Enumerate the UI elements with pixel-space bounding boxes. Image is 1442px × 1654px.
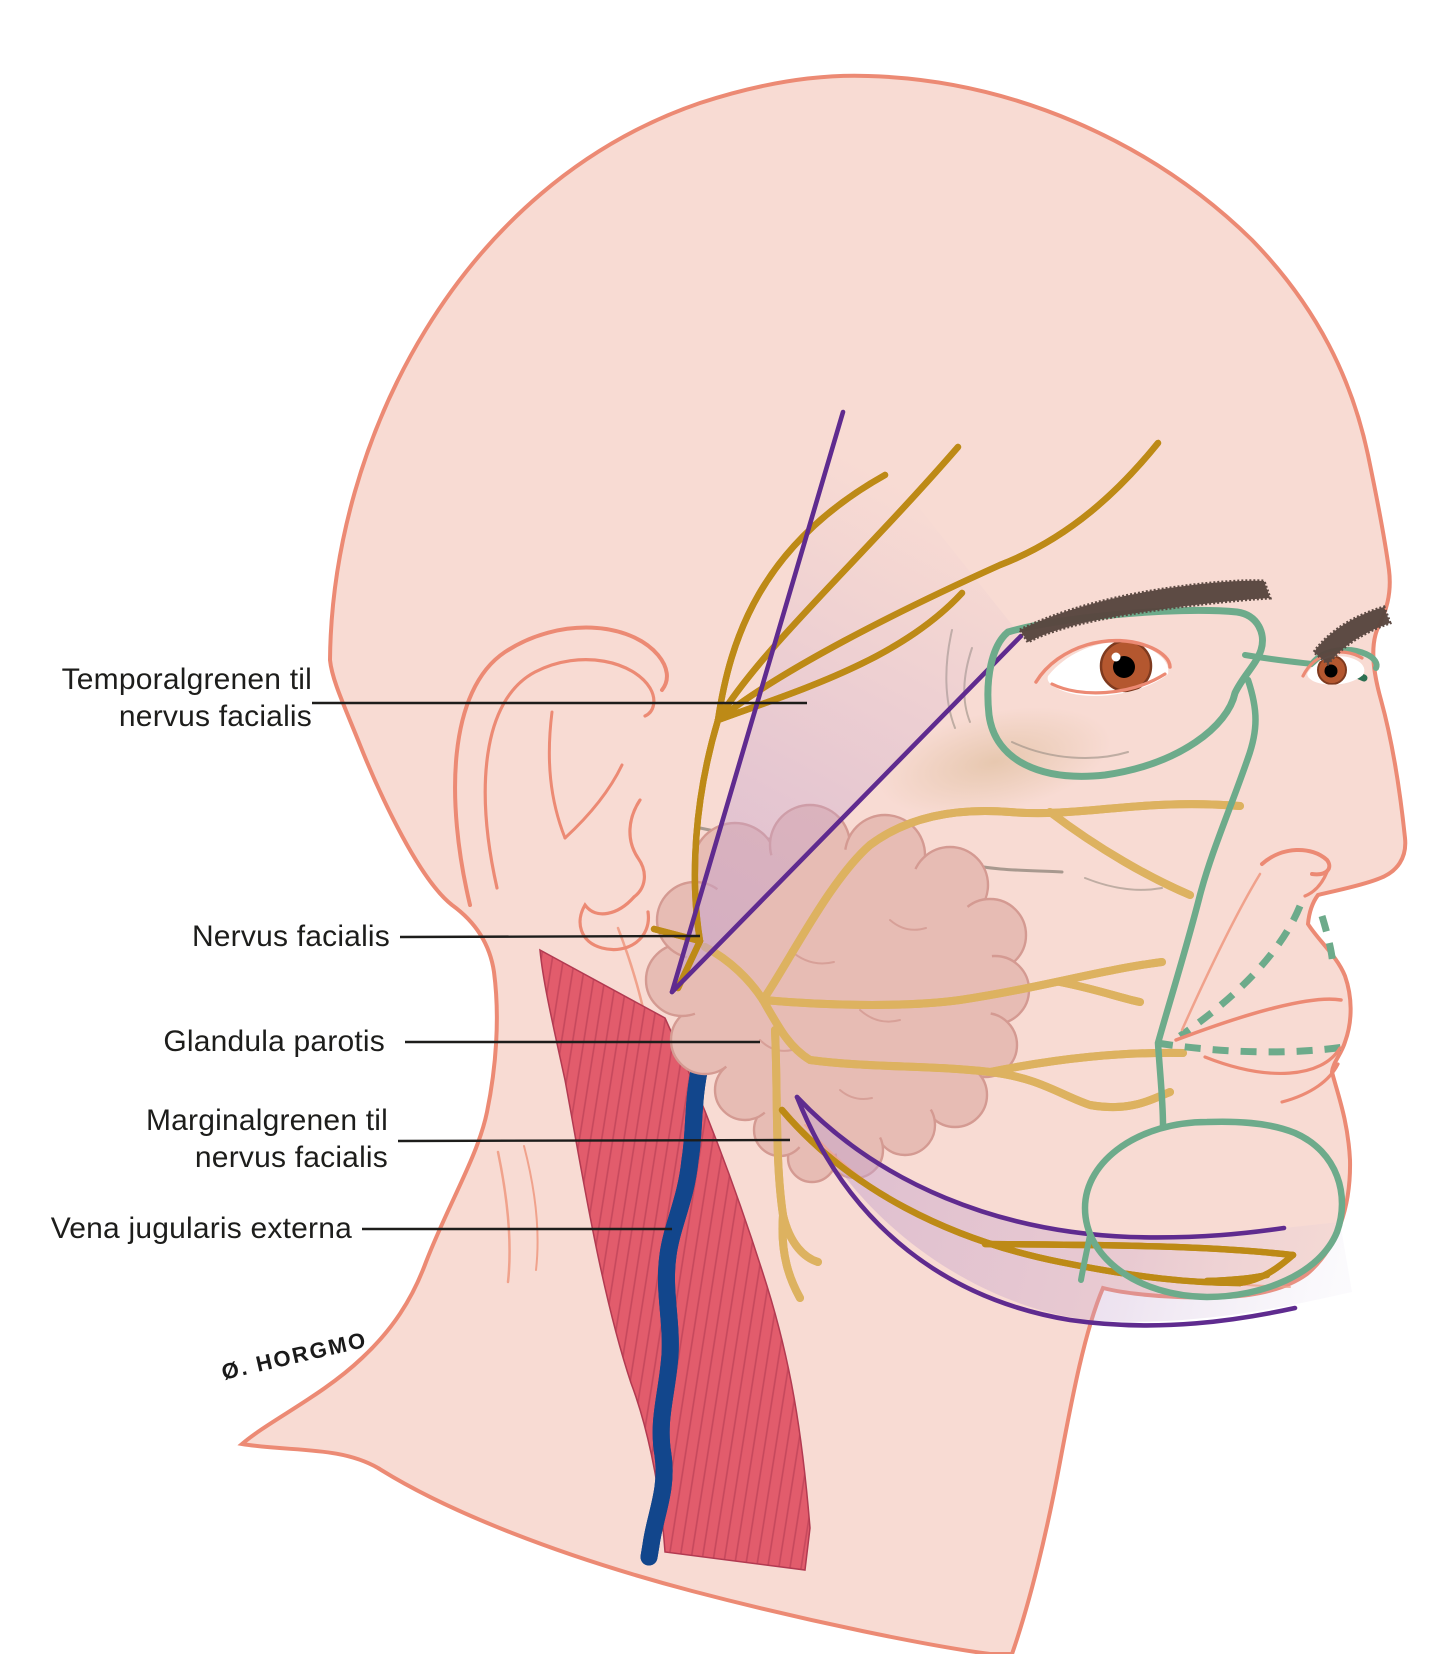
lip-subunit-dashes	[1178, 904, 1304, 1039]
near-eyebrow	[1017, 579, 1273, 644]
near-eye	[1034, 638, 1172, 696]
pupil	[1113, 656, 1135, 678]
eye-glint	[1111, 652, 1121, 662]
ear	[453, 625, 669, 952]
leader-facial-nerve	[399, 934, 701, 939]
facial-nerve-trunk-and-branches	[650, 439, 1297, 1287]
label-temporal-branch: Temporalgrenen til nervus facialis	[61, 663, 312, 733]
label-marginal-branch: Marginalgrenen til nervus facialis	[145, 1104, 388, 1174]
cheek-shading	[879, 707, 1111, 817]
facial-nerve-branches	[701, 804, 1244, 1302]
leader-lines	[312, 701, 807, 1231]
nose-and-mouth-lines	[1174, 847, 1343, 1104]
temporal-danger-zone	[672, 412, 1021, 992]
label-parotid-gland: Glandula parotis	[163, 1025, 385, 1058]
label-jugular-vein: Vena jugularis externa	[50, 1212, 352, 1245]
far-eye	[1301, 650, 1365, 685]
leader-marginal-branch	[397, 1138, 791, 1143]
label-facial-nerve: Nervus facialis	[191, 920, 390, 953]
far-eyebrow	[1311, 605, 1392, 667]
